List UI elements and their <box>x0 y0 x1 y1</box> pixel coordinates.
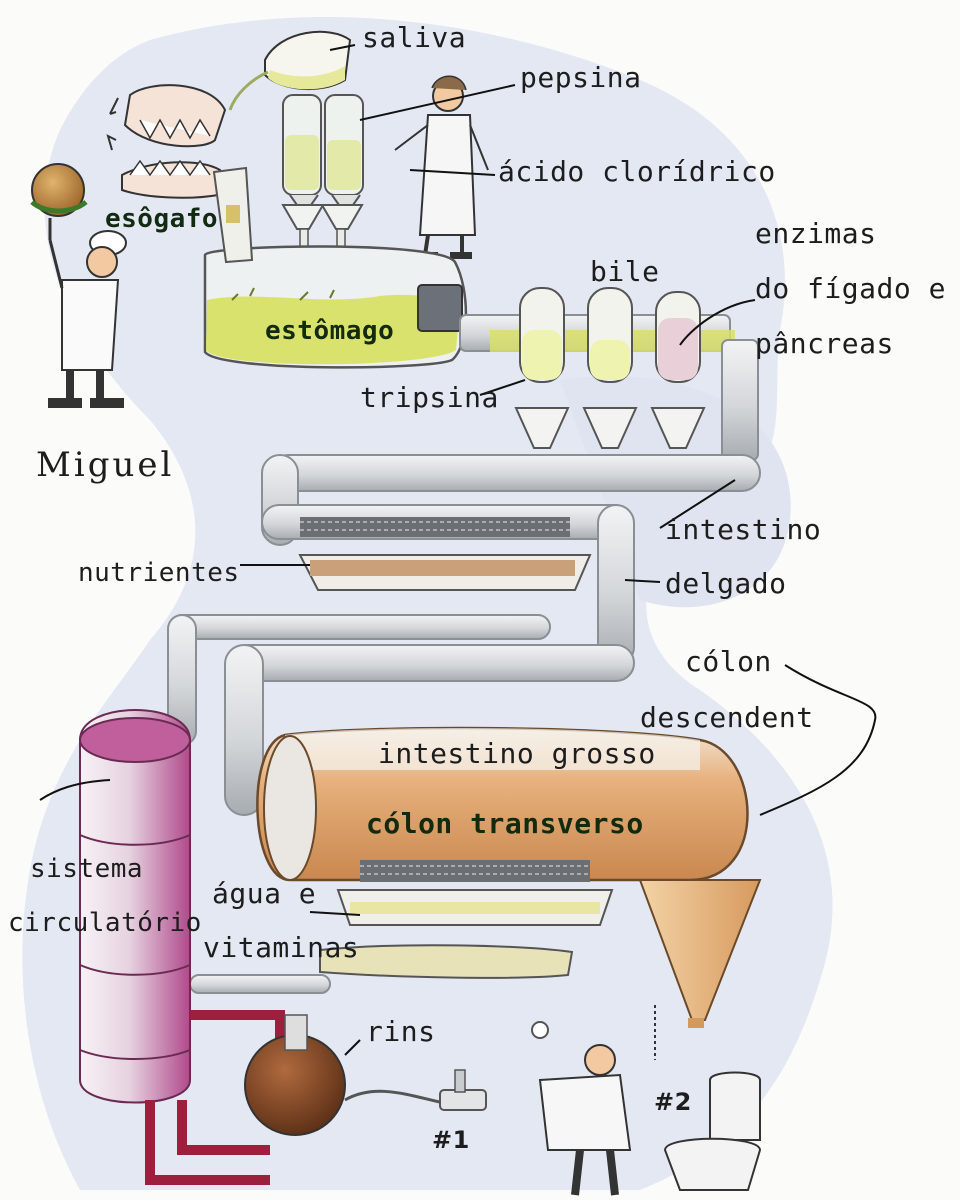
small-intestine-pipes <box>167 454 761 816</box>
label-acido-cloridrico: ácido clorídrico <box>498 155 776 188</box>
label-output-2: #2 <box>654 1088 692 1116</box>
label-rins: rins <box>366 1015 436 1048</box>
teeth-illustration <box>106 84 227 199</box>
label-intestino-delgado-line2: delgado <box>665 567 787 600</box>
label-leader-lines <box>39 44 877 1056</box>
label-enzimas-line1: enzimas <box>755 217 877 250</box>
descending-colon-funnel <box>638 879 762 1060</box>
kidney-illustration <box>244 1014 346 1136</box>
label-intestino-delgado-line1: intestino <box>665 513 822 546</box>
label-bile: bile <box>590 255 660 288</box>
esophagus-tube <box>212 166 254 264</box>
label-colon-descendente-line2: descendent <box>640 701 814 734</box>
chef-figure <box>30 163 127 408</box>
label-nutrientes: nutrientes <box>78 558 240 588</box>
label-colon-descendente-line1: cólon <box>685 645 772 678</box>
scientist-figure <box>394 75 489 259</box>
label-esofago: esôgafo <box>105 204 219 234</box>
label-enzimas-line2: do fígado e <box>755 272 946 305</box>
label-pepsina: pepsina <box>520 61 642 94</box>
label-enzimas-line3: pâncreas <box>755 327 894 360</box>
label-estomago: estômago <box>265 316 395 346</box>
label-sistema-circulatorio-line2: circulatório <box>8 908 202 938</box>
label-tripsina: tripsina <box>360 381 499 414</box>
circulatory-system-tank <box>79 709 285 1185</box>
stomach-flask <box>203 245 468 369</box>
label-agua-vitaminas-line2: vitaminas <box>203 931 360 964</box>
label-intestino-grosso: intestino grosso <box>378 737 656 770</box>
label-saliva: saliva <box>362 21 467 54</box>
label-output-1: #1 <box>432 1126 470 1154</box>
large-intestine-tank <box>256 726 749 882</box>
label-sistema-circulatorio-line1: sistema <box>30 854 144 884</box>
toilet-output-2 <box>538 1044 762 1196</box>
faucet-output-1 <box>344 1021 549 1111</box>
artist-signature: Miguel <box>36 445 175 485</box>
saliva-jug <box>228 30 352 111</box>
stomach-reagent-bottles <box>281 94 364 252</box>
liver-pancreas-vials <box>514 287 706 449</box>
label-colon-transverso: cólon transverso <box>366 807 644 840</box>
label-agua-vitaminas-line1: água e <box>212 877 317 910</box>
